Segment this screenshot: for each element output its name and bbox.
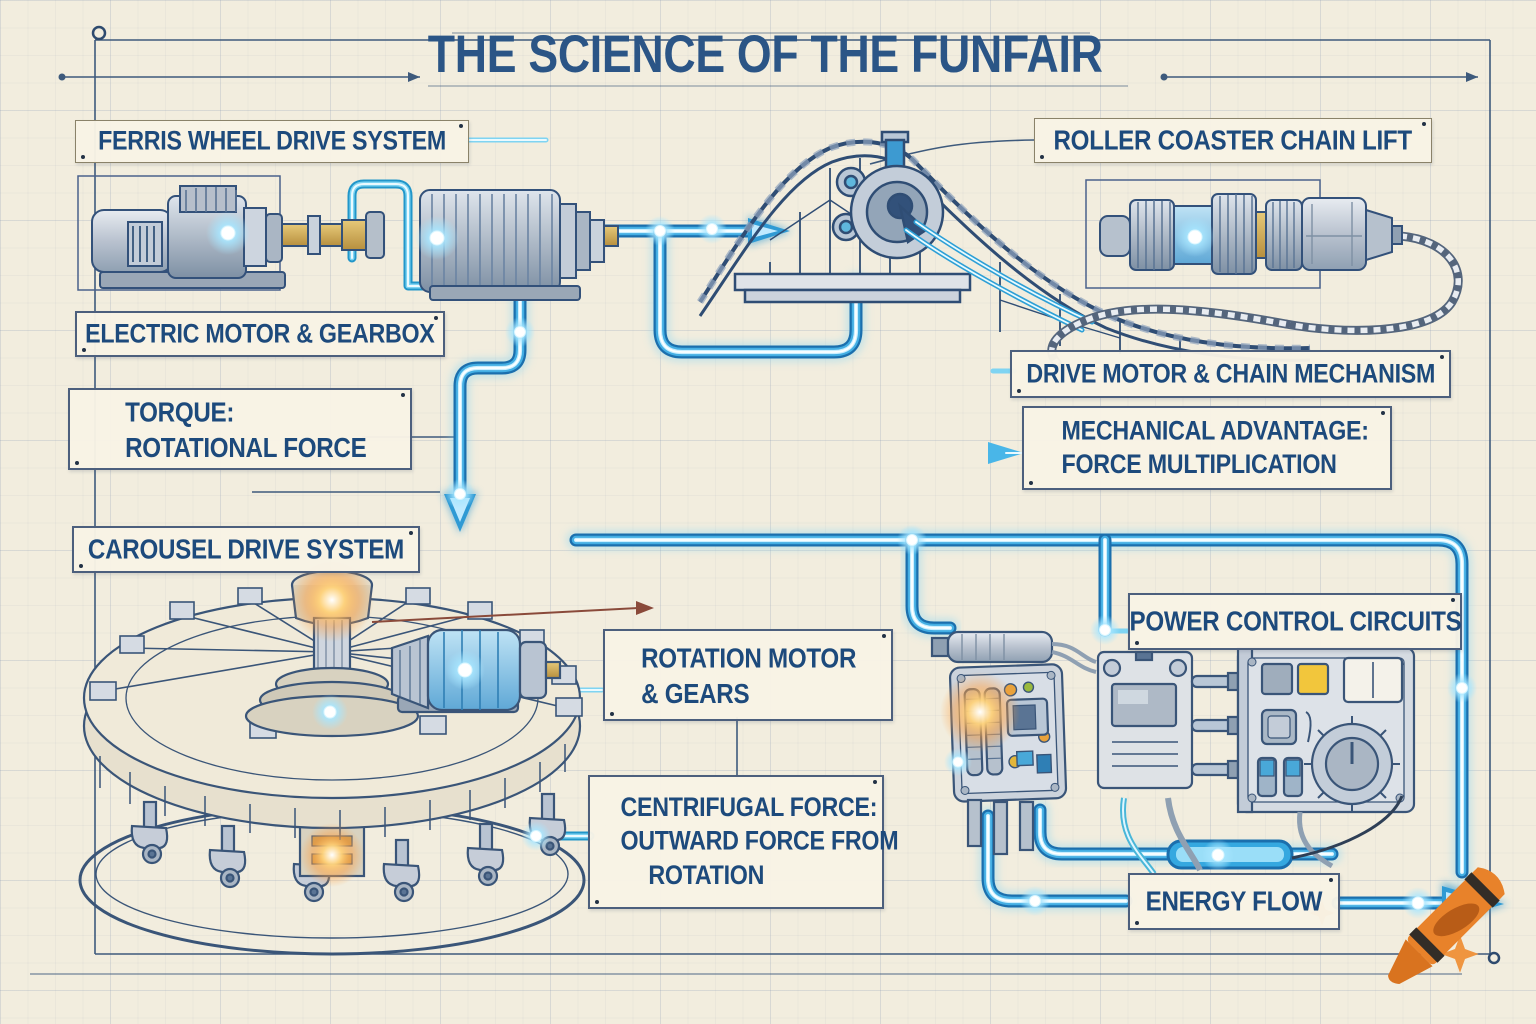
rotation-direction-arrow (371, 601, 654, 623)
label-torque: TORQUE: ROTATIONAL FORCE (68, 388, 412, 470)
label-ferris-wheel-drive-system: FERRIS WHEEL DRIVE SYSTEM (75, 120, 469, 163)
label-roller-coaster-chain-lift: ROLLER COASTER CHAIN LIFT (1034, 118, 1432, 163)
label-centrifugal-force: CENTRIFUGAL FORCE: OUTWARD FORCE FROM RO… (588, 775, 899, 909)
page-title: THE SCIENCE OF THE FUNFAIR (427, 23, 1103, 84)
label-line: ROTATION (648, 859, 765, 891)
label-line: & GEARS (641, 676, 750, 709)
chain-lift-motor-illustration (1047, 179, 1463, 369)
label-electric-motor-gearbox: ELECTRIC MOTOR & GEARBOX (75, 311, 445, 357)
label-line: MECHANICAL ADVANTAGE: (1061, 415, 1369, 446)
control-panels-illustration (930, 630, 1416, 876)
label-line: TORQUE: (125, 394, 235, 428)
frame-border (30, 25, 1501, 975)
label-line: OUTWARD FORCE FROM (620, 826, 899, 857)
label-line: ROTATION MOTOR (641, 640, 857, 674)
orange-glow-highlights (290, 558, 1020, 887)
roller-coaster-illustration (697, 130, 1311, 362)
flow-arrow-right-icon (748, 216, 792, 246)
pipe-junction-nodes (445, 214, 1477, 919)
machine-glow-highlights (206, 211, 1215, 730)
label-rotation-motor-gears: ROTATION MOTOR & GEARS (603, 629, 893, 721)
crayon-logo (1309, 867, 1505, 984)
mech-advantage-arrow-icon (988, 442, 1025, 464)
ferris-drive-illustration (77, 175, 619, 301)
label-line: ROTATIONAL FORCE (125, 430, 367, 463)
carousel-illustration (78, 569, 654, 956)
label-line: FORCE MULTIPLICATION (1061, 449, 1337, 480)
label-power-control-circuits: POWER CONTROL CIRCUITS (1128, 593, 1462, 650)
label-energy-flow: ENERGY FLOW (1128, 873, 1340, 930)
label-mechanical-advantage: MECHANICAL ADVANTAGE: FORCE MULTIPLICATI… (1022, 406, 1392, 490)
yellow-button (1296, 662, 1330, 696)
label-carousel-drive-system: CAROUSEL DRIVE SYSTEM (72, 526, 420, 573)
gray-button (1260, 662, 1294, 696)
connector-tubes (1190, 671, 1242, 780)
label-line: CENTRIFUGAL FORCE: (620, 792, 878, 823)
control-dial (1304, 716, 1400, 812)
label-drive-motor-chain-mechanism: DRIVE MOTOR & CHAIN MECHANISM (1010, 350, 1451, 398)
